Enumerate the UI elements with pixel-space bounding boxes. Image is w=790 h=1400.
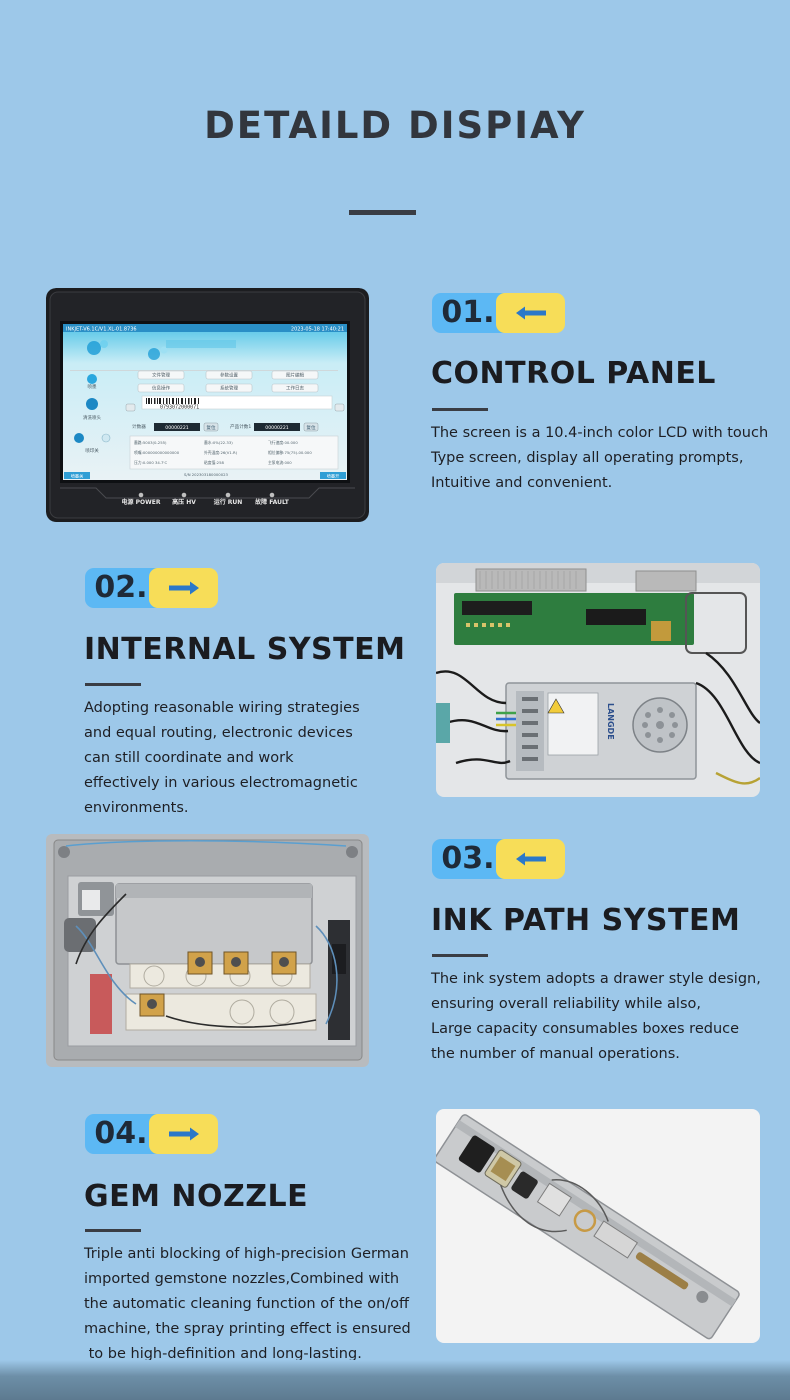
lcd-status-3-3: 主泵电流:000 (268, 460, 292, 465)
section-04-rule (85, 1229, 141, 1232)
section-04-line-2: imported gemstone nozzles,Combined with (84, 1271, 400, 1287)
lcd-reset-1: 复位 (206, 424, 216, 431)
indicator-run: 运行 RUN (214, 498, 243, 506)
section-04-line-3: the automatic cleaning function of the o… (84, 1296, 410, 1312)
lcd-header-right: 2023-05-18 17:40:21 (291, 327, 344, 333)
lcd-status-2-1: 喷嘴:000000000000000 (134, 450, 180, 455)
lcd-counter-value-2: 00000221 (265, 425, 288, 431)
section-03-heading: INK PATH SYSTEM (431, 903, 741, 938)
section-04-badge: 04. (85, 1114, 218, 1154)
ink-path-photo (46, 834, 369, 1067)
section-04-line-1: Triple anti blocking of high-precision G… (84, 1246, 409, 1262)
section-01-heading: CONTROL PANEL (431, 356, 716, 391)
section-02-badge: 02. (85, 568, 218, 608)
lcd-menu-5: 系统管理 (220, 385, 238, 392)
section-02-line-1: Adopting reasonable wiring strategies (84, 700, 360, 716)
section-02-line-4: effectively in various electromagnetic (84, 775, 358, 791)
section-03-line-2: ensuring overall reliability while also, (431, 996, 701, 1012)
lcd-bottom-left: 喷墨关 (71, 473, 84, 480)
gem-nozzle-illustration (436, 1109, 760, 1343)
section-02-line-5: environments. (84, 800, 189, 816)
lcd-counter-label-1: 计数器 (132, 423, 146, 430)
section-03-description: The ink system adopts a drawer style des… (431, 967, 761, 1067)
indicator-power: 电源 POWER (122, 498, 161, 506)
lcd-status-3-1: 压力:0.000 34.7'C (134, 460, 167, 465)
section-03-badge: 03. (432, 839, 565, 879)
indicator-hv: 高压 HV (172, 498, 196, 506)
section-01-description: The screen is a 10.4-inch color LCD with… (431, 421, 768, 496)
section-02-rule (85, 683, 141, 686)
section-03-rule (432, 954, 488, 957)
section-03-line-4: the number of manual operations. (431, 1046, 680, 1062)
lcd-side-label-2: 清洗喷头 (83, 414, 101, 421)
lcd-status-1-2: 墨水:0%(22.33) (204, 440, 233, 445)
section-01-line-2: Type screen, display all operating promp… (431, 450, 744, 466)
section-02-line-3: can still coordinate and work (84, 750, 294, 766)
arrow-right-icon (149, 568, 218, 608)
section-04-heading: GEM NOZZLE (84, 1179, 309, 1214)
lcd-menu-1: 文件管理 (152, 372, 170, 379)
section-01-rule (432, 408, 488, 411)
control-panel-photo: INKJET-V6.1C/V1.XL-01.8736 2023-05-18 17… (46, 288, 369, 522)
section-01-line-1: The screen is a 10.4-inch color LCD with… (431, 425, 769, 441)
page-title: DETAILD DISPIAY (204, 104, 586, 147)
bottom-shadow-band (0, 1360, 790, 1400)
indicator-fault: 故障 FAULT (255, 498, 290, 506)
lcd-side-label-3: 喷印关 (85, 447, 99, 454)
lcd-footer: S/N 202303180000023 (184, 472, 229, 477)
section-03-line-1: The ink system adopts a drawer style des… (431, 971, 761, 987)
lcd-header-left: INKJET-V6.1C/V1.XL-01.8736 (66, 327, 137, 333)
lcd-counter-label-2: 产品计数1 (230, 423, 251, 430)
lcd-menu-2: 参数设置 (220, 372, 238, 379)
lcd-status-1-3: 飞行速度:00.000 (268, 440, 298, 445)
section-04-number: 04. (85, 1114, 157, 1154)
lcd-reset-2: 复位 (306, 424, 316, 431)
section-03-line-3: Large capacity consumables boxes reduce (431, 1021, 740, 1037)
lcd-menu-6: 工作日志 (286, 385, 304, 392)
section-01-line-3: Intuitive and convenient. (431, 475, 613, 491)
ink-path-illustration (46, 834, 369, 1067)
gem-nozzle-photo (436, 1109, 760, 1343)
arrow-left-icon (496, 839, 565, 879)
internal-system-illustration: LANGDE (436, 563, 760, 797)
lcd-status-2-3: 相位偏移:75(75)-00.000 (268, 450, 312, 455)
lcd-bottom-right: 喷墨开 (327, 473, 340, 480)
section-04-line-5: to be high-definition and long-lasting. (84, 1346, 362, 1362)
psu-brand: LANGDE (606, 703, 615, 740)
section-03-number: 03. (432, 839, 504, 879)
lcd-menu-4: 信息操作 (152, 385, 170, 392)
section-02-description: Adopting reasonable wiring strategies an… (84, 696, 360, 821)
section-02-line-2: and equal routing, electronic devices (84, 725, 353, 741)
lcd-status-2-2: 外壳温度:26(V1.R) (204, 450, 238, 455)
arrow-right-icon (149, 1114, 218, 1154)
section-02-number: 02. (85, 568, 157, 608)
section-02-heading: INTERNAL SYSTEM (84, 632, 406, 667)
lcd-status-1-1: 墨路:5003(0-255) (134, 440, 167, 445)
control-panel-illustration: INKJET-V6.1C/V1.XL-01.8736 2023-05-18 17… (46, 288, 369, 522)
internal-system-photo: LANGDE (436, 563, 760, 797)
lcd-status-3-2: 粘度值:258 (204, 460, 225, 465)
arrow-left-icon (496, 293, 565, 333)
section-01-badge: 01. (432, 293, 565, 333)
lcd-side-label-1: 喷墨 (88, 383, 97, 390)
lcd-counter-value-1: 00000221 (165, 425, 188, 431)
lcd-barcode-text: 0793072000071 (160, 405, 199, 411)
title-divider (349, 210, 416, 215)
section-04-description: Triple anti blocking of high-precision G… (84, 1242, 411, 1367)
section-01-number: 01. (432, 293, 504, 333)
section-04-line-4: machine, the spray printing effect is en… (84, 1321, 411, 1337)
lcd-menu-3: 图片编辑 (286, 372, 304, 379)
